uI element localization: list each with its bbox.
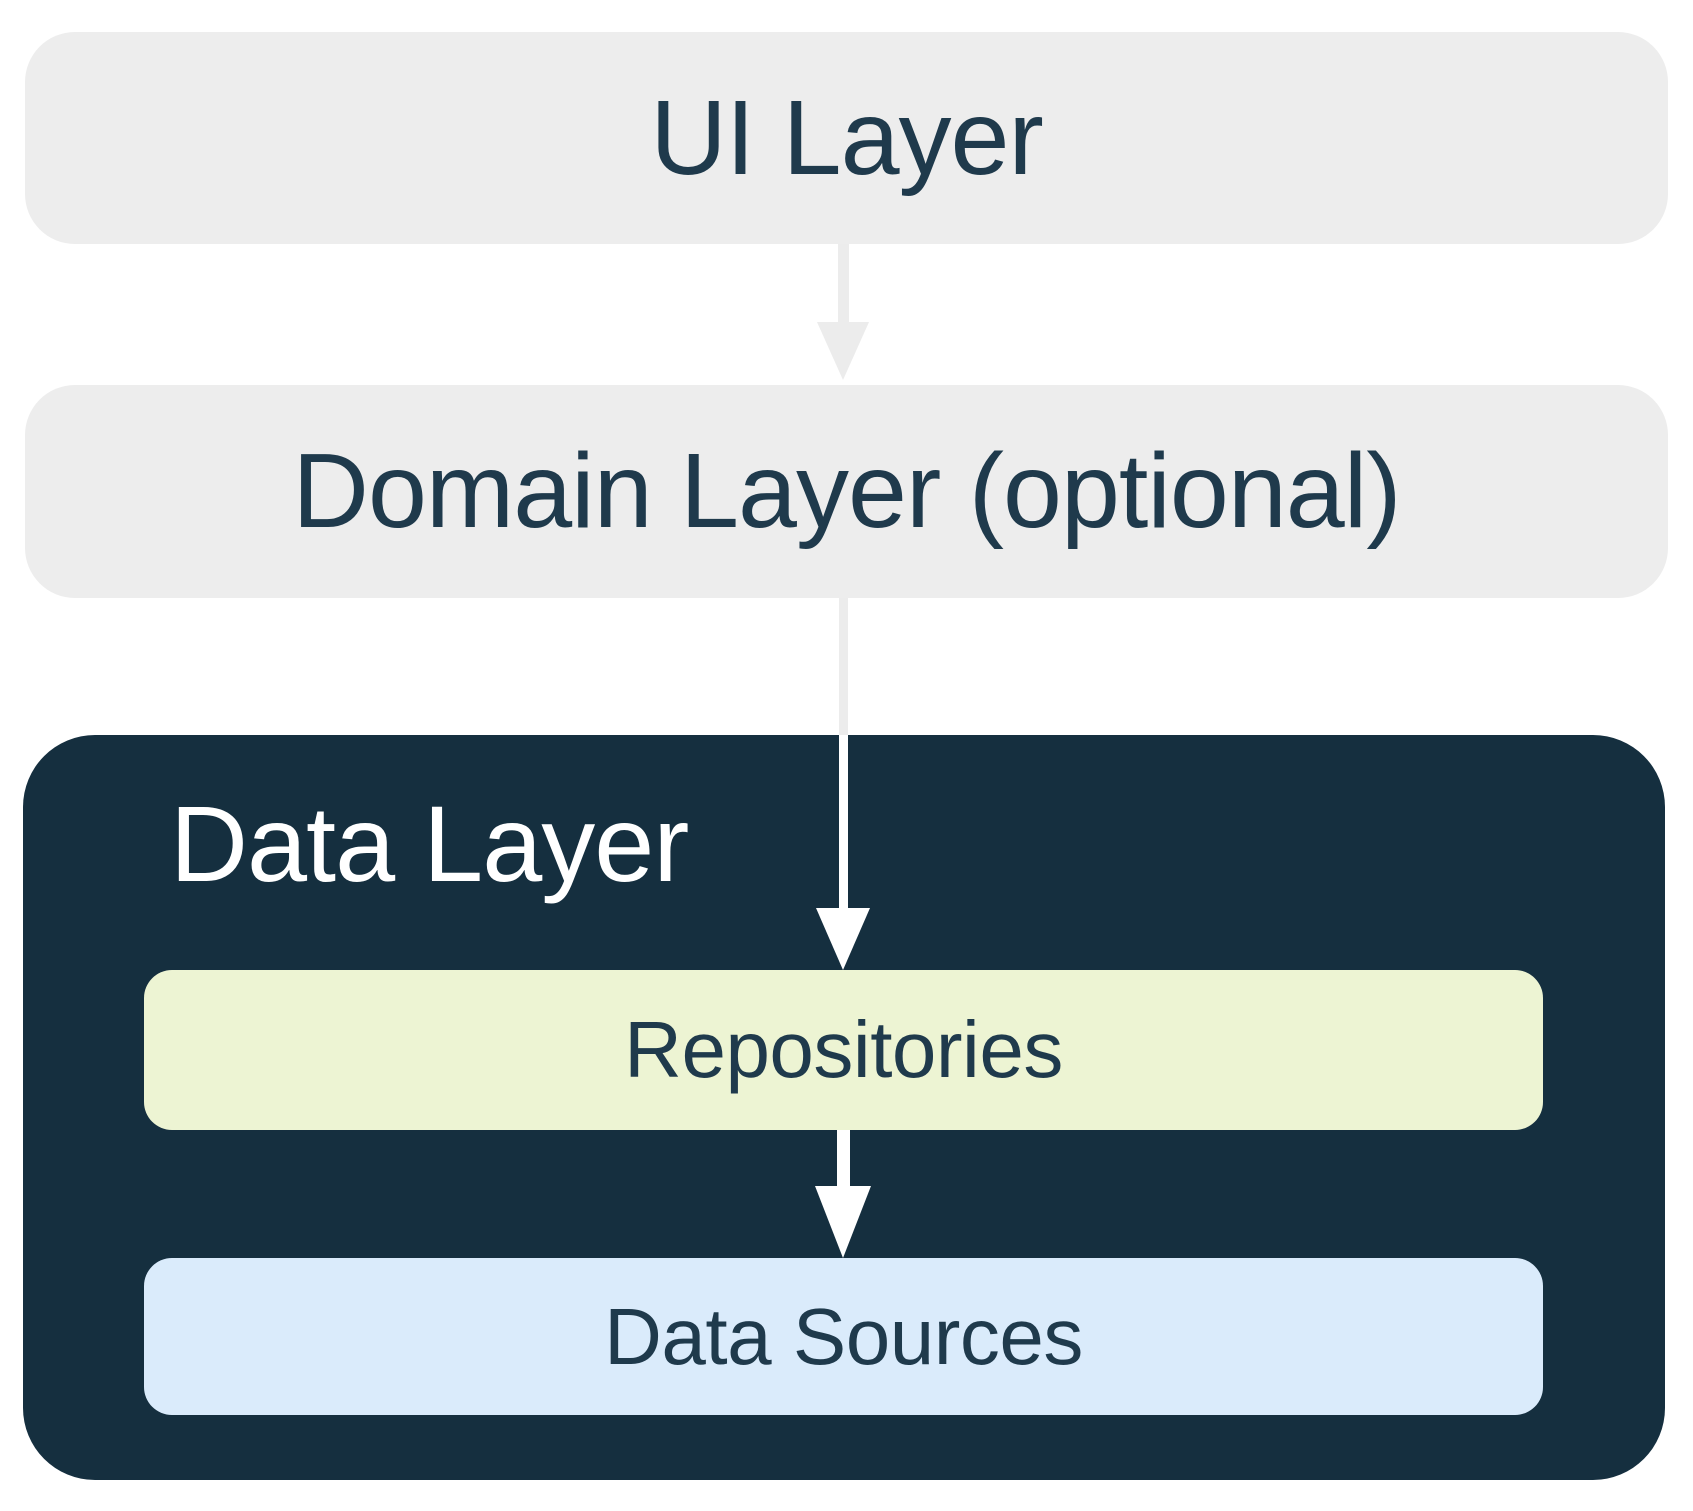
repositories-label: Repositories xyxy=(624,1005,1063,1094)
data-sources-box: Data Sources xyxy=(144,1258,1543,1415)
ui-layer-label: UI Layer xyxy=(650,78,1044,197)
arrow-down-icon xyxy=(816,908,870,970)
connector-domain-to-data-white-segment xyxy=(839,735,848,910)
data-sources-label: Data Sources xyxy=(604,1291,1083,1381)
arrow-ui-to-domain-stem xyxy=(838,244,849,324)
arrow-down-icon xyxy=(817,322,869,380)
domain-layer-label: Domain Layer (optional) xyxy=(292,432,1401,550)
arrow-down-icon xyxy=(815,1186,871,1258)
ui-layer-box: UI Layer xyxy=(25,32,1668,244)
connector-domain-to-data-gray-segment xyxy=(839,598,848,737)
domain-layer-box: Domain Layer (optional) xyxy=(25,385,1668,598)
repositories-box: Repositories xyxy=(144,970,1543,1130)
data-layer-label: Data Layer xyxy=(170,783,689,904)
arrow-repositories-to-datasources-stem xyxy=(837,1130,850,1188)
